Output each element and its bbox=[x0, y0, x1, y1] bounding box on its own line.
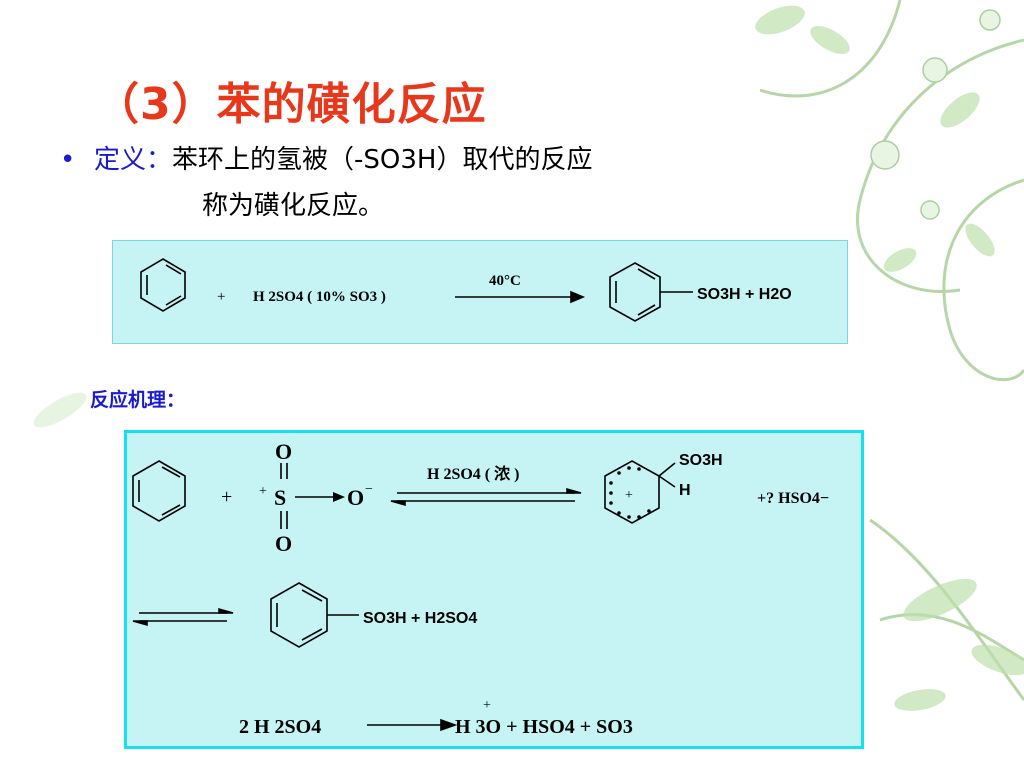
benzene-ring-icon bbox=[132, 460, 186, 522]
step1-condition: H 2SO4 ( 浓 ) bbox=[427, 465, 519, 483]
reaction-equation-diagram: + H 2SO4 ( 10% SO3 ) 40°C SO3H + H2O bbox=[140, 258, 792, 322]
definition-text-2: 称为磺化反应。 bbox=[202, 191, 385, 221]
benzenesulfonic-acid-icon bbox=[270, 582, 359, 648]
reaction-equation-box: + H 2SO4 ( 10% SO3 ) 40°C SO3H + H2O bbox=[112, 240, 848, 344]
equilibrium-arrow-icon-2 bbox=[132, 607, 234, 627]
plus-sign-2: + bbox=[221, 486, 232, 508]
step3-products: H 3O + HSO4 + SO3 bbox=[455, 716, 633, 738]
definition-label: 定义： bbox=[94, 145, 173, 175]
forward-arrow-icon-2 bbox=[367, 718, 458, 732]
mechanism-label: 反应机理： bbox=[90, 389, 186, 411]
mechanism-diagram: + O + S O O − H 2SO4 ( 浓 ) bbox=[132, 439, 829, 738]
definition-line-1: • 定义：苯环上的氢被（-SO3H）取代的反应 bbox=[60, 140, 592, 180]
so3-oxygen-top: O bbox=[275, 439, 292, 464]
condition-text: 40°C bbox=[489, 273, 521, 289]
definition-text-1: 苯环上的氢被（-SO3H）取代的反应 bbox=[172, 145, 593, 175]
page-title: （3）苯的磺化反应 bbox=[95, 79, 487, 130]
sigma-substituent-so3h: SO3H bbox=[679, 452, 723, 469]
step2-product: SO3H + H2SO4 bbox=[363, 610, 477, 627]
so3-sulfur-charge: + bbox=[259, 484, 267, 499]
so3-sulfur: S bbox=[274, 485, 286, 510]
sulfur-trioxide-structure: O + S O O − bbox=[259, 439, 373, 556]
so3-oxygen-bottom: O bbox=[275, 531, 292, 556]
plus-sign-1: + bbox=[217, 289, 225, 305]
sigma-complex-charge: + bbox=[625, 488, 633, 503]
step3-charge: + bbox=[483, 698, 491, 713]
sigma-complex-icon bbox=[604, 460, 676, 524]
sigma-substituent-h: H bbox=[679, 482, 691, 499]
so3-oxygen-charge: − bbox=[365, 482, 373, 497]
benzene-product-icon bbox=[609, 262, 693, 322]
equilibrium-arrow-icon bbox=[390, 487, 582, 507]
so3-oxygen-right: O bbox=[347, 485, 364, 510]
bullet-icon: • bbox=[60, 145, 76, 175]
forward-arrow-icon bbox=[455, 290, 586, 304]
benzene-ring-icon bbox=[140, 258, 186, 312]
product-text: SO3H + H2O bbox=[697, 286, 792, 303]
sigma-complex-dots bbox=[609, 466, 651, 519]
mechanism-box: + O + S O O − H 2SO4 ( 浓 ) bbox=[124, 430, 864, 749]
step3-reactant: 2 H 2SO4 bbox=[239, 716, 321, 738]
step1-product2: +? HSO4− bbox=[757, 490, 829, 507]
reagent-text: H 2SO4 ( 10% SO3 ) bbox=[253, 289, 386, 305]
